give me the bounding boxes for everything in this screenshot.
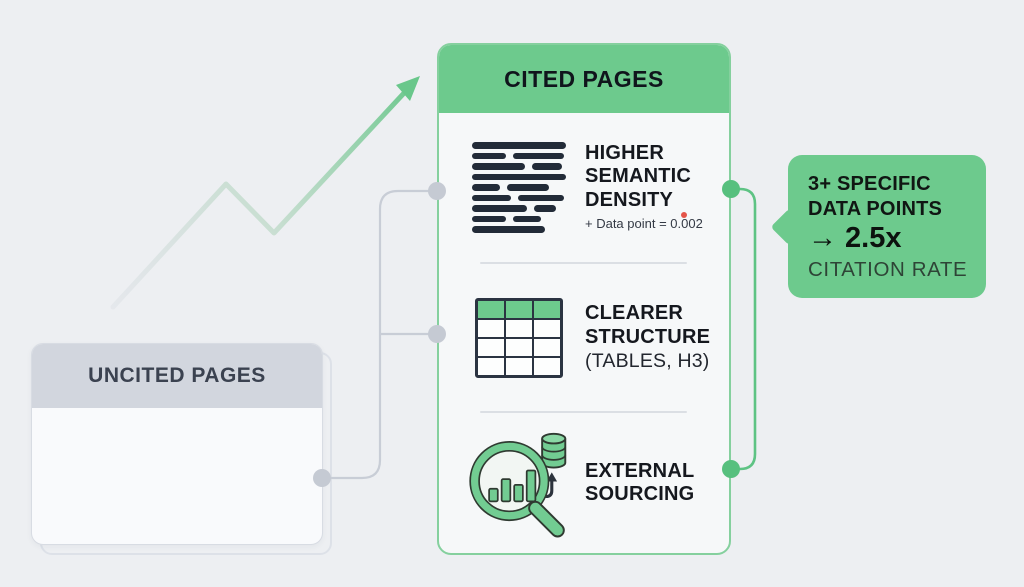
magnifier-chart-svg bbox=[469, 432, 567, 538]
callout-line-1: 3+ SPECIFIC bbox=[808, 173, 931, 195]
magnifier-chart-icon bbox=[463, 425, 575, 541]
uncited-card-title: UNCITED PAGES bbox=[88, 364, 266, 387]
red-dot-marker bbox=[680, 212, 687, 219]
feature-title-clearer-structure: CLEARER STRUCTURE bbox=[585, 302, 711, 348]
trend-arrow-icon bbox=[110, 76, 420, 310]
connector-bracket-green bbox=[731, 187, 757, 471]
cited-card: CITED PAGES HIGHER SEMANTIC DENSITY bbox=[437, 43, 731, 555]
section-divider bbox=[480, 411, 687, 413]
feature-external-sourcing: EXTERNAL SOURCING bbox=[439, 413, 729, 553]
feature-clearer-structure: CLEARER STRUCTURE (TABLES, H3) bbox=[439, 264, 729, 411]
uncited-card-header: UNCITED PAGES bbox=[32, 344, 322, 408]
feature-title-semantic-density: HIGHER SEMANTIC DENSITY bbox=[585, 141, 692, 211]
cited-card-header: CITED PAGES bbox=[439, 45, 729, 113]
feature-subtitle-tables-h3: (TABLES, H3) bbox=[585, 349, 710, 372]
connector-lines-gray bbox=[322, 189, 437, 480]
callout-multiplier: → 2.5x bbox=[808, 222, 902, 254]
uncited-card: UNCITED PAGES bbox=[31, 343, 323, 545]
callout-bubble: 3+ SPECIFIC DATA POINTS → 2.5x CITATION … bbox=[770, 155, 986, 298]
feature-title-external-sourcing: EXTERNAL SOURCING bbox=[585, 459, 695, 505]
table-icon bbox=[463, 297, 575, 378]
callout-line-2: DATA POINTS bbox=[808, 198, 943, 220]
callout-citation-rate: CITATION RATE bbox=[808, 257, 968, 281]
section-divider bbox=[480, 262, 687, 264]
feature-semantic-density: HIGHER SEMANTIC DENSITY + Data point = 0… bbox=[439, 113, 729, 262]
text-density-icon bbox=[463, 142, 575, 233]
callout-tail bbox=[770, 208, 808, 246]
cited-card-title: CITED PAGES bbox=[504, 65, 664, 92]
feature-subtitle-data-point: + Data point = 0.002 bbox=[585, 216, 703, 232]
